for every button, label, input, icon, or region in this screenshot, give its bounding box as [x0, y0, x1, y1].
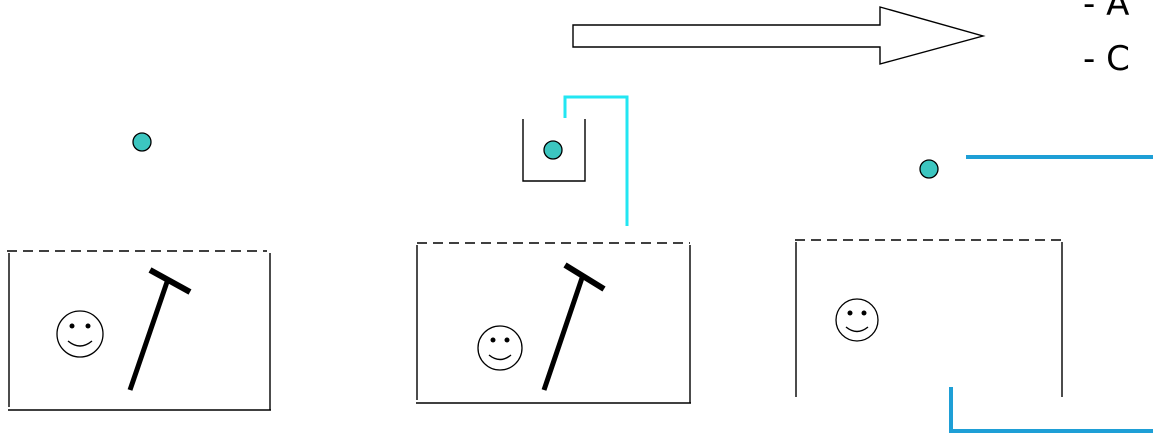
caption-line-1: - A — [1083, 0, 1130, 24]
panel-2 — [416, 95, 691, 404]
smiley-face-icon — [835, 298, 879, 342]
hollow-right-arrow-icon — [572, 6, 986, 65]
blue-lower-lead-line — [949, 387, 1153, 433]
hammer-icon — [541, 262, 606, 391]
smiley-face-icon — [56, 310, 104, 358]
cyan-lead-line — [563, 95, 629, 226]
cyan-ball-icon — [132, 132, 152, 152]
panel-3 — [795, 155, 1153, 433]
panel-1 — [7, 132, 271, 411]
cyan-ball-icon — [919, 159, 939, 179]
hammer-icon — [127, 267, 192, 391]
smiley-face-icon — [477, 325, 523, 371]
caption-line-2: - C — [1083, 39, 1130, 79]
ball-cup — [522, 119, 586, 182]
cyan-ball-icon — [543, 140, 563, 160]
